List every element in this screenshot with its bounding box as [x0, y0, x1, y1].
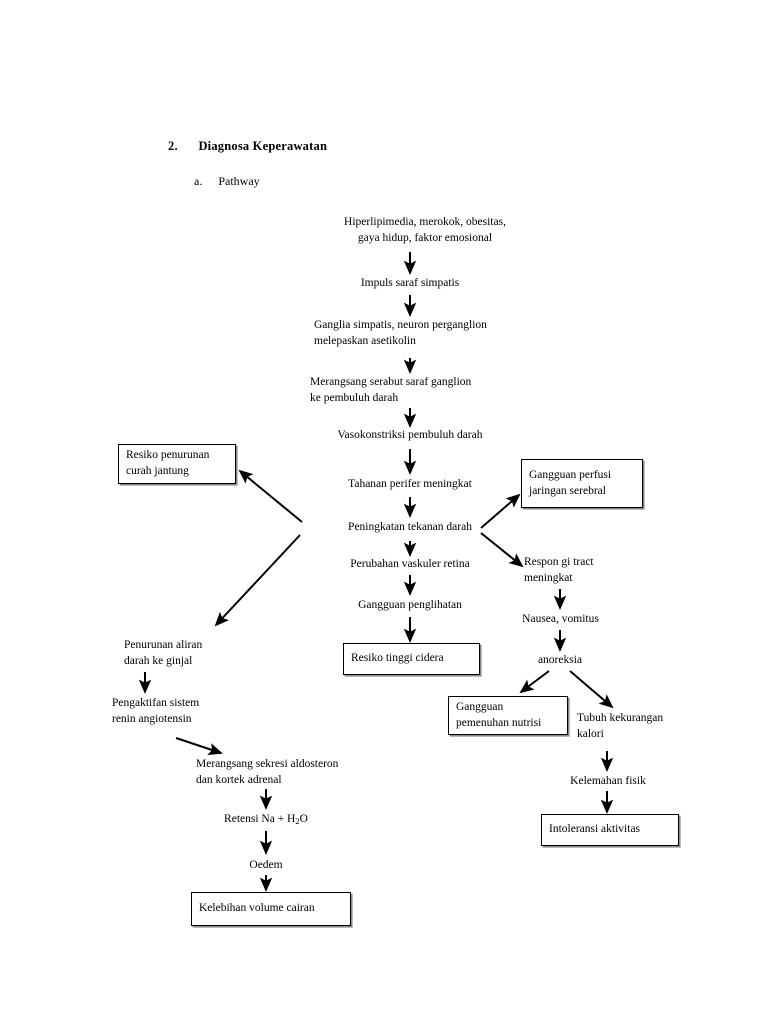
node-merangsang-sekresi-aldosteron: Merangsang sekresi aldosteron dan kortek… — [196, 758, 339, 786]
node-ganglia-simpatis: Ganglia simpatis, neuron perganglion mel… — [314, 319, 487, 347]
box-gangguan-pemenuhan-nutrisi[interactable]: Gangguan pemenuhan nutrisi — [448, 696, 568, 735]
node-nausea-vomitus: Nausea, vomitus — [522, 613, 599, 625]
box-gangguan-perfusi-label: Gangguan perfusi jaringan serebral — [529, 468, 612, 497]
subheading: a. Pathway — [194, 174, 260, 189]
node-penurunan-aliran-darah-ginjal: Penurunan aliran darah ke ginjal — [124, 639, 203, 667]
edge-anoreksia-gangguan-nutrisi — [519, 670, 550, 694]
node-oedem: Oedem — [249, 859, 283, 871]
node-respon-gi-tract: Respon gi tract meningkat — [524, 556, 594, 584]
node-kelemahan-fisik: Kelemahan fisik — [570, 775, 646, 787]
retensi-subscript: 2 — [295, 815, 300, 826]
node-retensi-na-h2o: Retensi Na + H2O — [196, 812, 336, 828]
box-resiko-tinggi-cidera[interactable]: Resiko tinggi cidera — [343, 643, 480, 675]
retensi-prefix: Retensi Na + H — [224, 813, 296, 825]
edge-pengaktifan-aldosteron — [175, 737, 223, 755]
node-anoreksia: anoreksia — [537, 654, 583, 666]
box-intoleransi-aktivitas[interactable]: Intoleransi aktivitas — [541, 814, 679, 846]
node-perubahan-vaskuler-retina: Perubahan vaskuler retina — [350, 558, 470, 570]
subheading-letter: a. — [194, 174, 203, 188]
retensi-suffix: O — [299, 813, 308, 825]
subheading-title: Pathway — [218, 174, 260, 188]
node-vasokonstriksi: Vasokonstriksi pembuluh darah — [337, 429, 483, 441]
node-gangguan-penglihatan: Gangguan penglihatan — [358, 599, 462, 611]
box-kelebihan-volume-cairan[interactable]: Kelebihan volume cairan — [191, 892, 351, 926]
box-resiko-penurunan-curah-jantung[interactable]: Resiko penurunan curah jantung — [118, 444, 236, 484]
box-gangguan-perfusi-jaringan-serebral[interactable]: Gangguan perfusi jaringan serebral — [521, 459, 643, 508]
heading-number-text: 2. — [168, 139, 178, 153]
edge-anoreksia-tubuh-kalori — [569, 670, 614, 709]
node-tubuh-kekurangan-kalori: Tubuh kekurangan kalori — [577, 712, 664, 740]
edge-peningkatan-resiko-curah — [238, 469, 303, 523]
node-impuls-saraf-simpatis: Impuls saraf simpatis — [360, 277, 460, 289]
box-intoleransi-aktivitas-label: Intoleransi aktivitas — [549, 823, 641, 836]
node-merangsang-serabut: Merangsang serabut saraf ganglion ke pem… — [310, 376, 472, 404]
box-gangguan-pemenuhan-nutrisi-label: Gangguan pemenuhan nutrisi — [456, 700, 542, 729]
box-kelebihan-volume-cairan-label: Kelebihan volume cairan — [199, 902, 315, 915]
node-tahanan-perifer: Tahanan perifer meningkat — [348, 478, 472, 490]
box-resiko-tinggi-cidera-label: Resiko tinggi cidera — [351, 652, 444, 665]
node-risk-factors: Hiperlipimedia, merokok, obesitas, gaya … — [344, 216, 506, 244]
box-resiko-penurunan-curah-jantung-label: Resiko penurunan curah jantung — [126, 449, 210, 477]
node-pengaktifan-renin-angiotensin: Pengaktifan sistem renin angiotensin — [112, 697, 200, 725]
heading-title-text: Diagnosa Keperawatan — [198, 139, 328, 153]
node-peningkatan-tekanan-darah: Peningkatan tekanan darah — [348, 521, 472, 533]
heading-number: 2. Diagnosa Keperawatan — [168, 139, 327, 154]
edge-peningkatan-penurunan-aliran — [214, 534, 301, 627]
